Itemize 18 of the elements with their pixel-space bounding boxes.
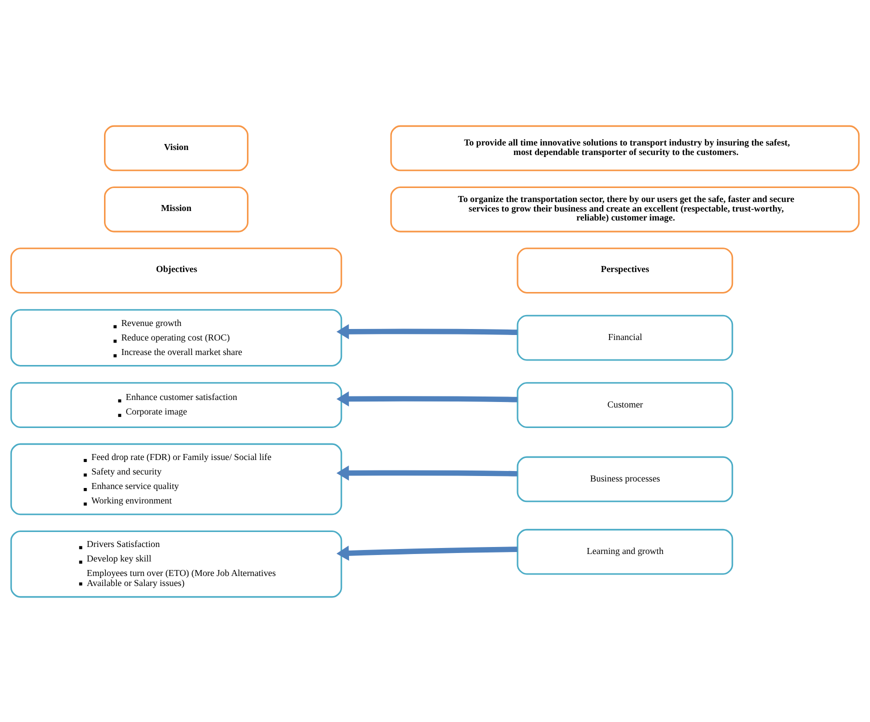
node-box: To organize the transportation sector, there by our users get the safe, faster and secure services to grow their business and create an excellent (respectable, trust-worthy, reliable) customer image. [390, 186, 860, 232]
arrow [336, 324, 518, 339]
node-box: Financial [516, 314, 734, 360]
node-box: Objectives [10, 247, 342, 293]
node-box: Vision [104, 124, 248, 171]
node-box: Business processes [516, 456, 734, 502]
node-box: To provide all time innovative solutions to transport industry by insuring the safest, most dependable transporter of security to the customers. [390, 124, 860, 171]
node-box: Mission [104, 186, 248, 232]
node-box: Revenue growth Reduce operating cost (ROC) Increase the overall market share [10, 308, 342, 366]
node-box: Customer [516, 382, 734, 428]
arrow [336, 545, 518, 560]
node-box: Learning and growth [516, 528, 734, 574]
node-box: Drivers Satisfaction Develop key skill Employees turn over (ETO) (More Job Alternatives Available or Salary issues) [10, 530, 342, 598]
node-box: Perspectives [516, 247, 734, 293]
arrow [336, 464, 518, 480]
node-box: Enhance customer satisfaction Corporate image [10, 382, 342, 428]
node-box: Feed drop rate (FDR) or Family issue/ Social life Safety and security Enhance service quality Working environment [10, 442, 342, 515]
arrow [336, 390, 518, 406]
